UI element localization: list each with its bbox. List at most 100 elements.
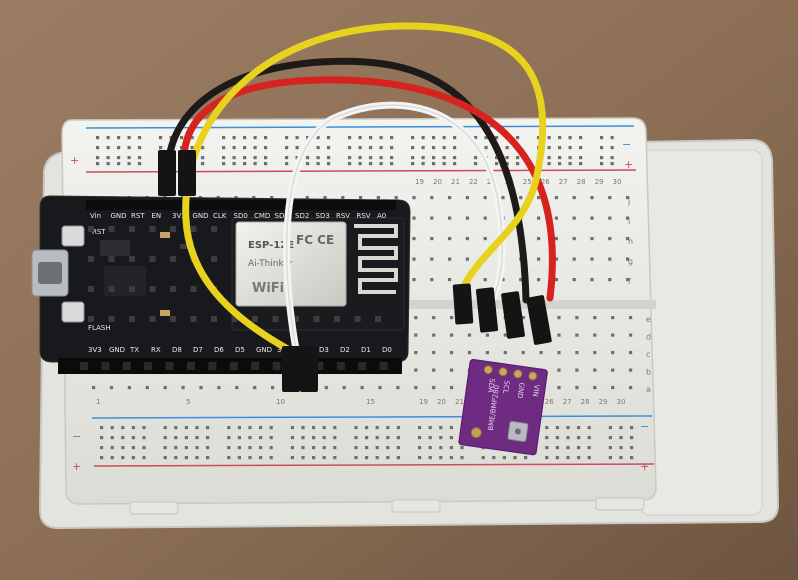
hole — [537, 278, 541, 282]
hole — [474, 162, 478, 166]
hole — [117, 136, 121, 140]
hole — [554, 257, 558, 261]
hole — [503, 351, 507, 355]
column-number-top: 27 — [559, 178, 568, 186]
hole — [295, 146, 299, 150]
hole — [432, 146, 436, 150]
hole — [448, 216, 452, 220]
hole — [301, 436, 305, 440]
hole — [269, 456, 273, 460]
hole — [264, 156, 268, 160]
hole — [142, 436, 146, 440]
hole — [190, 146, 194, 150]
hole — [626, 278, 630, 282]
bme-pin-pad — [528, 371, 538, 381]
hole — [306, 162, 310, 166]
flash-button — [61, 301, 85, 323]
bme-mount-hole — [470, 427, 482, 439]
hole — [450, 316, 454, 320]
hole — [163, 446, 167, 450]
hole — [290, 456, 294, 460]
header-pin — [379, 362, 388, 370]
hole — [174, 446, 178, 450]
rail-plus-bottom: + — [72, 460, 81, 473]
hole — [237, 446, 241, 450]
hole — [448, 278, 452, 282]
hole — [432, 386, 436, 390]
hole — [418, 426, 422, 430]
pad — [88, 256, 94, 262]
pad — [149, 286, 156, 292]
hole — [316, 146, 320, 150]
hole — [554, 237, 558, 241]
hole — [269, 446, 273, 450]
hole — [127, 136, 131, 140]
hole — [237, 426, 241, 430]
hole — [575, 351, 579, 355]
hole — [428, 436, 432, 440]
hole — [264, 162, 268, 166]
hole — [375, 436, 379, 440]
hole — [411, 136, 415, 140]
header-pin — [336, 362, 345, 370]
hole — [142, 456, 146, 460]
hole — [505, 146, 509, 150]
hole — [428, 456, 432, 460]
hole — [485, 333, 489, 337]
hole — [558, 136, 562, 140]
hole — [587, 446, 591, 450]
hole — [418, 446, 422, 450]
hole — [206, 456, 210, 460]
hole — [516, 156, 520, 160]
hole — [421, 146, 425, 150]
hole — [418, 456, 422, 460]
hole — [537, 237, 541, 241]
hole — [449, 446, 453, 450]
hole — [414, 316, 418, 320]
hole — [269, 426, 273, 430]
hole — [396, 456, 400, 460]
column-number-bottom: 28 — [581, 398, 590, 406]
hole — [579, 136, 583, 140]
hole — [327, 146, 331, 150]
hole — [142, 446, 146, 450]
hole — [184, 446, 188, 450]
hole — [516, 162, 520, 166]
column-number-bottom: 21 — [455, 398, 464, 406]
hole — [138, 156, 142, 160]
hole — [386, 446, 390, 450]
hole — [201, 156, 205, 160]
row-letter-bottom: e — [646, 315, 651, 324]
nodemcu-board: RST FLASH ESP-12E Ai-Thinker FC CE WiFi … — [31, 195, 411, 374]
hole — [432, 316, 436, 320]
hole — [327, 136, 331, 140]
pad — [88, 316, 94, 322]
row-letter-bottom: a — [646, 385, 651, 394]
hole — [348, 136, 352, 140]
hole — [539, 351, 543, 355]
hole — [369, 146, 373, 150]
hole — [545, 426, 549, 430]
hole — [577, 456, 581, 460]
hole — [619, 456, 623, 460]
hole — [626, 257, 630, 261]
hole — [449, 456, 453, 460]
hole — [201, 162, 205, 166]
hole — [572, 196, 576, 200]
bottom-pin-label: D6 — [214, 346, 224, 354]
hole — [608, 196, 612, 200]
bottom-pin-label: 3V3 — [88, 346, 102, 354]
pad — [375, 316, 381, 322]
hole — [222, 162, 226, 166]
hole — [439, 446, 443, 450]
hole — [600, 156, 604, 160]
pad — [149, 256, 156, 262]
column-number-top: 20 — [433, 178, 442, 186]
hole — [545, 446, 549, 450]
hole — [121, 446, 125, 450]
bottom-pin-label: D1 — [361, 346, 371, 354]
hole — [590, 257, 594, 261]
hole — [253, 156, 257, 160]
bottom-pin-labels: 3V3GNDTXRXD8D7D6D5GND3V3D4D3D2D1D0 — [88, 346, 392, 354]
